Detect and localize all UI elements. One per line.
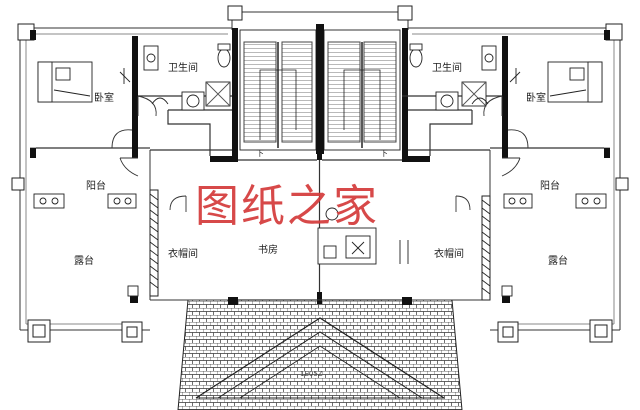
- room-label-balcony-right: 阳台: [540, 181, 560, 192]
- bathroom-fixtures-right: [409, 43, 497, 111]
- stair-down-label-right: 下: [380, 149, 388, 158]
- room-label-bedroom-right: 卧室: [526, 93, 546, 104]
- wardrobe-left: [149, 189, 159, 297]
- bathroom-fixtures-left: [143, 43, 231, 111]
- room-label-closet-right: 衣帽间: [434, 249, 464, 260]
- room-label-closet-left: 衣帽间: [168, 249, 198, 260]
- stair-down-label-left: 下: [256, 149, 264, 158]
- room-label-bathroom-left: 卫生间: [168, 63, 198, 74]
- room-label-terrace-right: 露台: [548, 256, 568, 267]
- room-label-study: 书房: [258, 245, 278, 256]
- walls: [30, 28, 610, 305]
- bed-left: [37, 61, 131, 103]
- room-label-terrace-left: 露台: [74, 256, 94, 267]
- wardrobe-right: [481, 195, 491, 301]
- planters: [33, 193, 607, 297]
- room-label-balcony-left: 阳台: [86, 181, 106, 192]
- room-label-bedroom-left: 卧室: [94, 93, 114, 104]
- staircase-right: [323, 29, 401, 151]
- staircase-left: [239, 29, 317, 151]
- stair-divider-wall: [316, 24, 324, 154]
- bed-right: [509, 61, 603, 103]
- roof-elevation-label: 1E05Z: [300, 370, 323, 378]
- watermark-text: 图纸之家: [195, 181, 379, 232]
- room-label-bathroom-right: 卫生间: [432, 63, 462, 74]
- roof-canopy: [177, 299, 463, 410]
- bed-study: [317, 207, 409, 265]
- doors: [111, 95, 529, 212]
